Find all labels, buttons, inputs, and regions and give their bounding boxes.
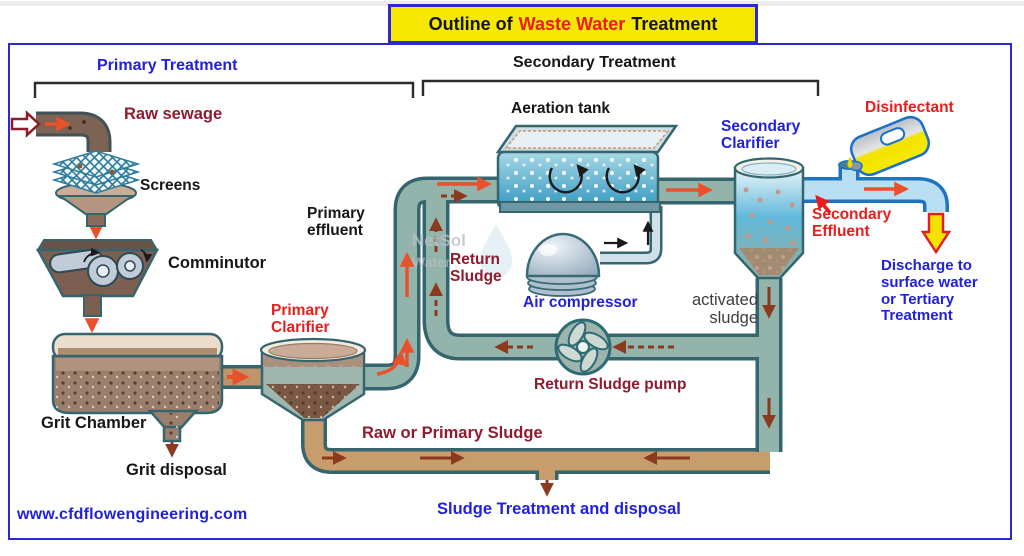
title-prefix: Outline of [428, 13, 513, 34]
watermark-text: NetSol Water [412, 230, 466, 273]
disinfectant-bottle-graphic [847, 115, 931, 177]
secondary-effluent-label: Secondary Effluent [812, 206, 892, 241]
air-pipe [600, 206, 663, 265]
air-compressor-graphic [525, 220, 654, 297]
section-brackets [33, 79, 820, 98]
grit-disposal-label: Grit disposal [126, 461, 227, 479]
secondary-treatment-header: Secondary Treatment [513, 54, 676, 71]
watermark-line2: Water [412, 254, 451, 271]
discharge-yellow-arrow [920, 212, 952, 255]
comminutor-label: Comminutor [168, 254, 267, 272]
return-sludge-pump-label: Return Sludge pump [534, 376, 687, 393]
top-edge-strip [0, 1, 1024, 6]
watermark-line1: NetSol [412, 231, 466, 250]
return-sludge-label: Return Sludge [450, 251, 502, 286]
title-suffix: Treatment [631, 13, 718, 34]
diagram-border [8, 43, 1012, 540]
grit-chamber-graphic [51, 332, 224, 443]
primary-clarifier-label: Primary Clarifier [271, 302, 330, 337]
screens-graphic [51, 150, 141, 240]
raw-or-primary-sludge-label: Raw or Primary Sludge [362, 424, 543, 442]
raw-sewage-label: Raw sewage [124, 105, 223, 123]
inlet-hollow-arrow [10, 110, 41, 138]
sludge-treatment-label: Sludge Treatment and disposal [437, 500, 681, 518]
screens-label: Screens [140, 177, 201, 194]
website-link[interactable]: www.cfdflowengineering.com [17, 506, 248, 523]
primary-effluent-label: Primary effluent [307, 205, 365, 240]
grit-chamber-label: Grit Chamber [41, 414, 147, 432]
activated-sludge-label: activated sludge [691, 291, 758, 328]
diagram-title: Outline of Waste Water Treatment [388, 4, 758, 44]
aeration-tank-graphic [495, 124, 679, 213]
secondary-effluent-pointer-arrow [815, 194, 832, 215]
discharge-label: Discharge to surface water or Tertiary T… [881, 257, 978, 325]
return-sludge-pump-graphic [554, 318, 612, 376]
disinfectant-label: Disinfectant [865, 99, 954, 116]
aeration-tank-label: Aeration tank [511, 100, 611, 117]
comminutor-graphic [35, 239, 160, 333]
flow-arrows [45, 116, 909, 497]
primary-clarifier-graphic [259, 337, 367, 422]
primary-treatment-header: Primary Treatment [97, 57, 238, 74]
title-highlight: Waste Water [518, 13, 626, 34]
air-compressor-label: Air compressor [523, 294, 638, 311]
secondary-clarifier-label: Secondary Clarifier [721, 118, 801, 153]
watermark-drop [480, 224, 512, 278]
secondary-clarifier-graphic [733, 157, 805, 280]
